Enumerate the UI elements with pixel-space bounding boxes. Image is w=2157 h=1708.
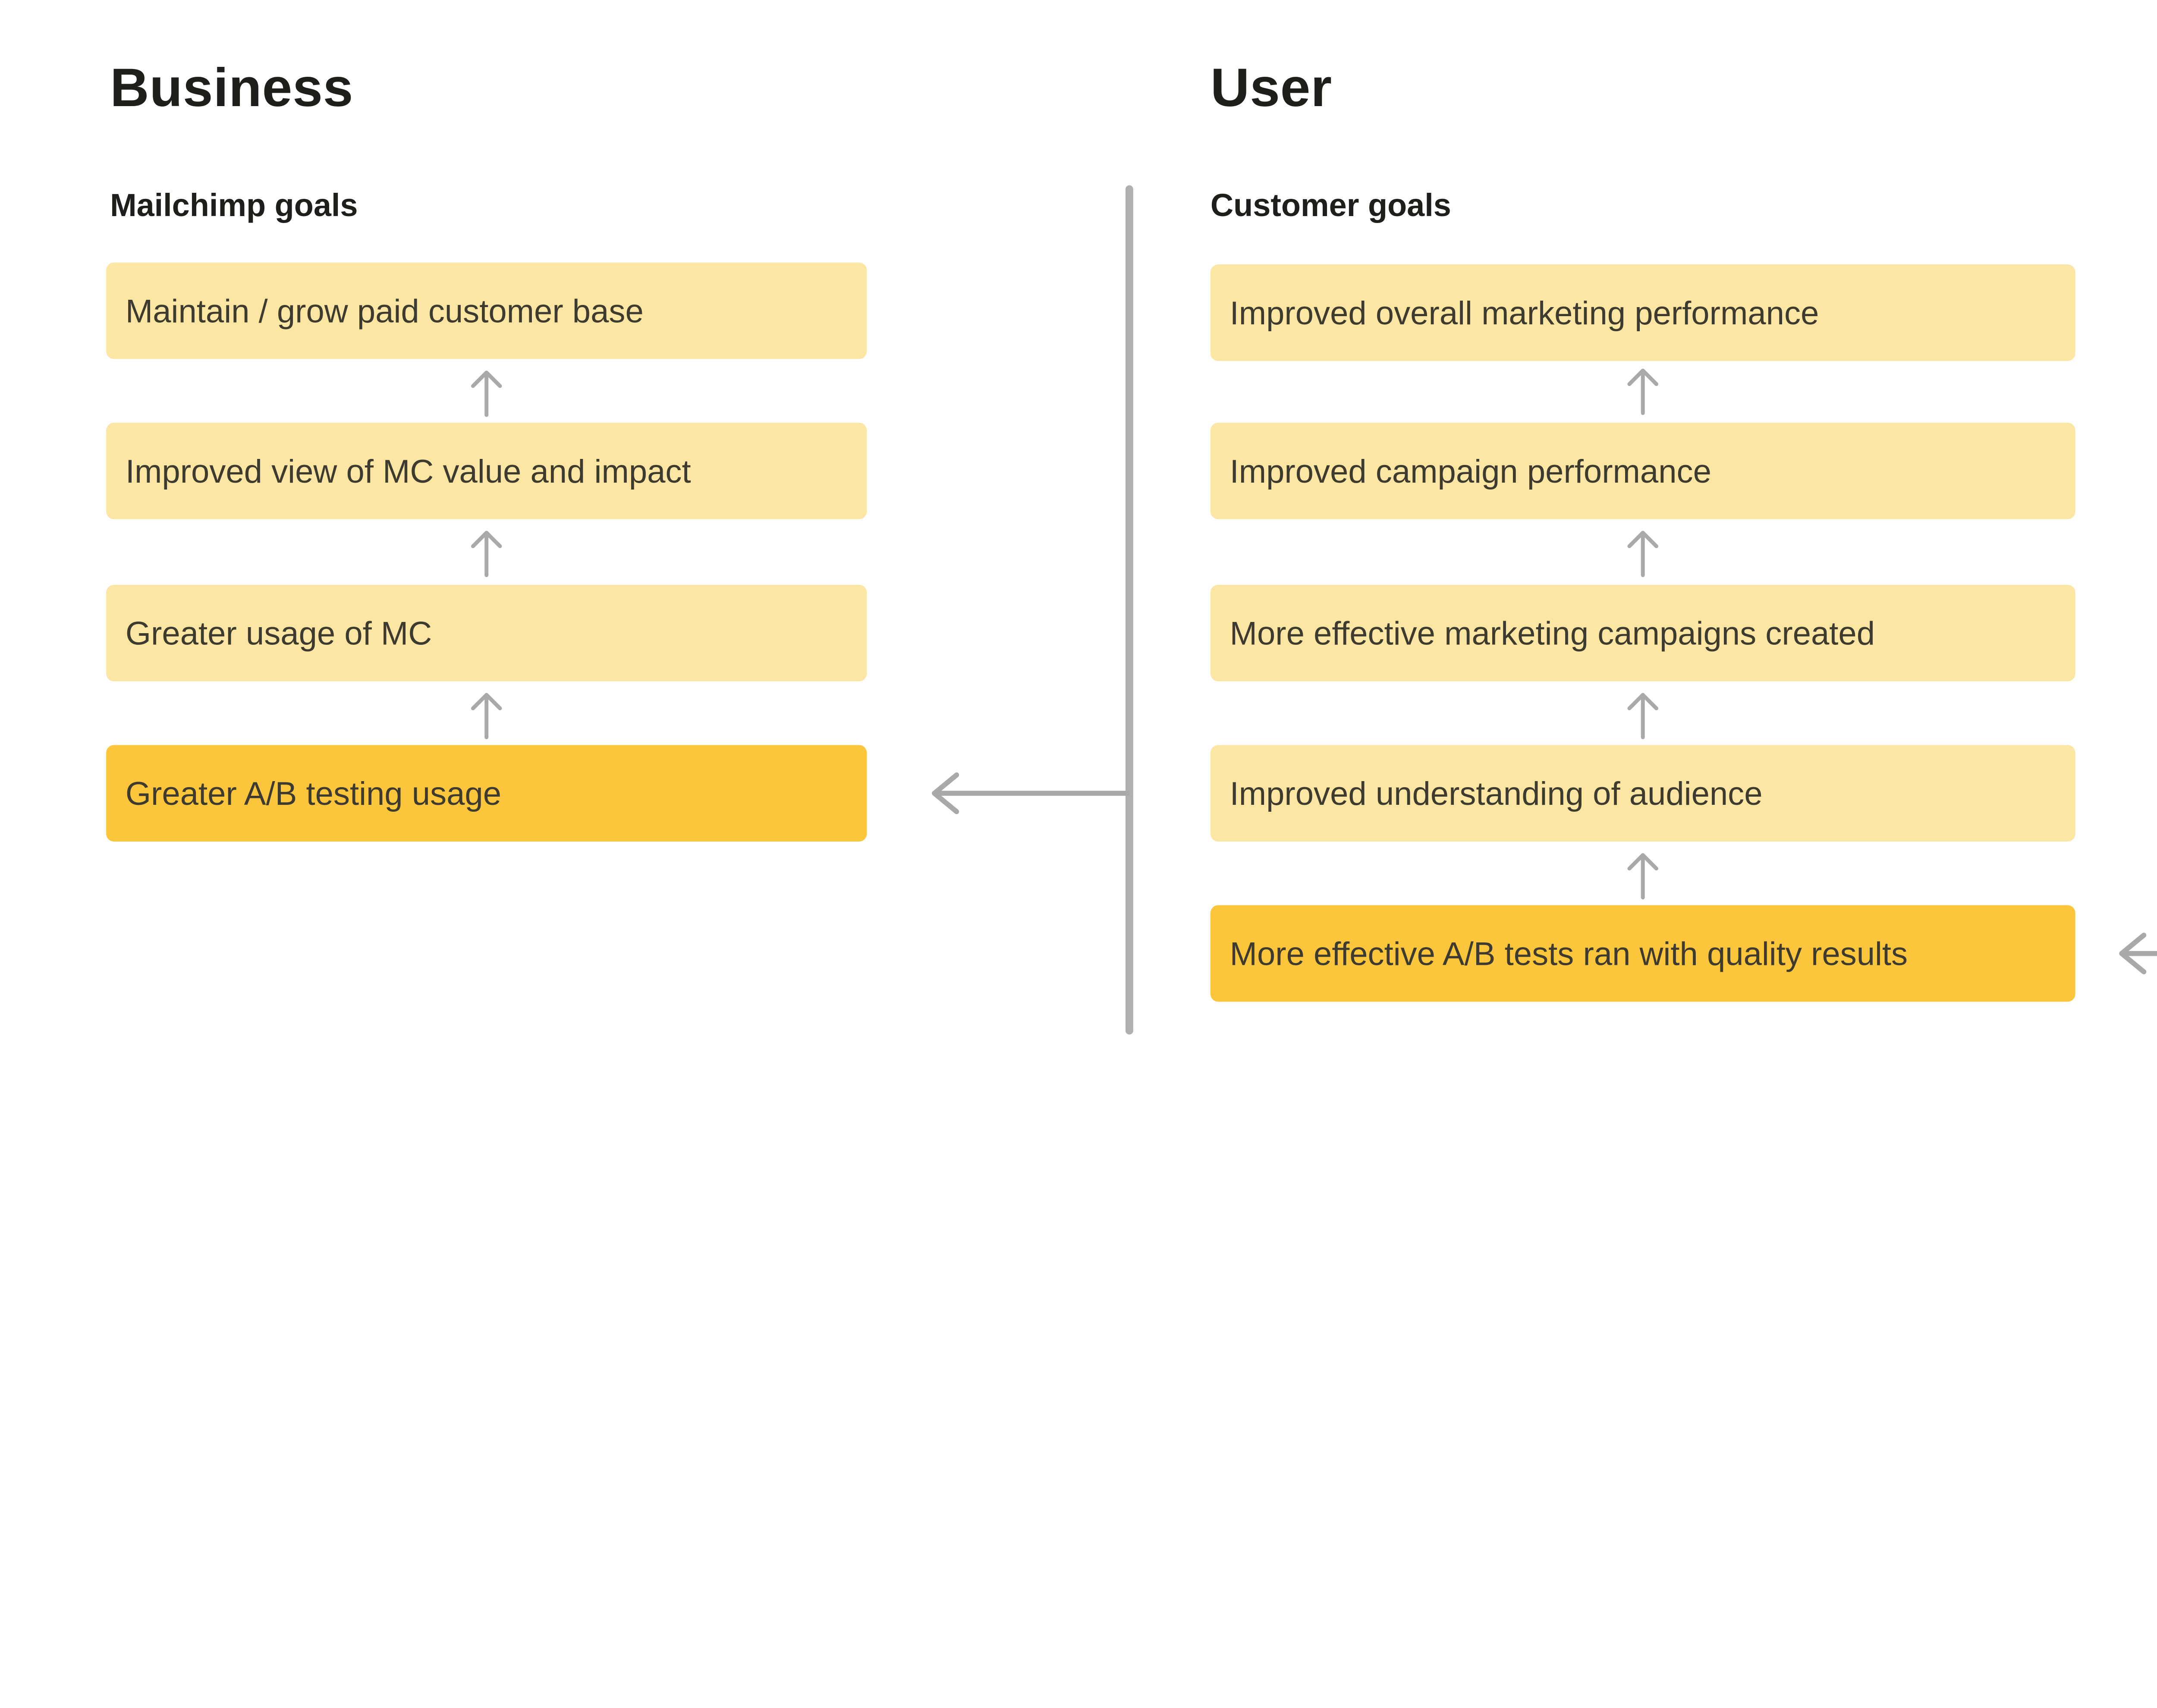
- user-goal-box: Improved overall marketing performance: [1210, 264, 2075, 361]
- user-goal-box: More effective marketing campaigns creat…: [1210, 584, 2075, 681]
- user-goal-box: Improved understanding of audience: [1210, 745, 2075, 842]
- user-goal-label: Improved understanding of audience: [1229, 775, 1763, 812]
- left-arrow-icon: [932, 772, 1129, 814]
- business-goal-label: Greater A/B testing usage: [125, 775, 502, 812]
- up-arrow-icon: [471, 531, 502, 578]
- business-goal-box: Greater usage of MC: [106, 584, 867, 681]
- business-section-heading: Mailchimp goals: [110, 189, 358, 224]
- left-arrow-icon: [2119, 932, 2157, 974]
- business-user-divider-line: [1125, 185, 1132, 1035]
- user-goal-label: More effective A/B tests ran with qualit…: [1229, 935, 1908, 972]
- user-goal-label: Improved overall marketing performance: [1229, 294, 1819, 331]
- business-goal-label: Maintain / grow paid customer base: [125, 292, 644, 329]
- business-column-title: Business: [110, 58, 354, 118]
- user-goal-box-highlighted: More effective A/B tests ran with qualit…: [1210, 905, 2075, 1002]
- user-section-heading: Customer goals: [1210, 189, 1451, 224]
- business-goal-label: Improved view of MC value and impact: [125, 452, 691, 490]
- up-arrow-icon: [1627, 368, 1659, 415]
- user-goal-box: Improved campaign performance: [1210, 423, 2075, 519]
- business-goal-box-highlighted: Greater A/B testing usage: [106, 745, 867, 842]
- business-goal-box: Improved view of MC value and impact: [106, 423, 867, 519]
- up-arrow-icon: [471, 693, 502, 739]
- user-column-title: User: [1210, 58, 1333, 118]
- up-arrow-icon: [1627, 693, 1659, 739]
- user-goal-label: Improved campaign performance: [1229, 452, 1711, 490]
- up-arrow-icon: [1627, 853, 1659, 900]
- business-goal-label: Greater usage of MC: [125, 615, 432, 652]
- business-goal-box: Maintain / grow paid customer base: [106, 262, 867, 359]
- user-goal-label: More effective marketing campaigns creat…: [1229, 615, 1875, 652]
- up-arrow-icon: [471, 370, 502, 417]
- up-arrow-icon: [1627, 531, 1659, 578]
